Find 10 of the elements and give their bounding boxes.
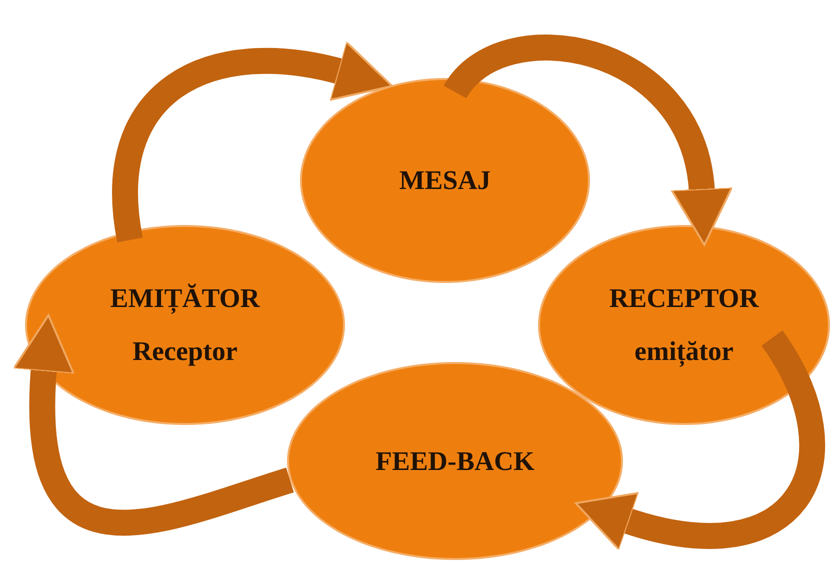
node-label: EMIȚĂTOR <box>110 283 260 314</box>
node-label: emițător <box>634 336 734 367</box>
curved-arrow <box>574 331 825 551</box>
node-label: FEED-BACK <box>375 446 534 476</box>
curved-arrow <box>12 314 294 536</box>
node-label: Receptor <box>132 336 238 367</box>
curved-arrow <box>444 34 732 246</box>
node-label: MESAJ <box>399 165 491 196</box>
curved-arrow <box>112 40 394 242</box>
node-label: RECEPTOR <box>609 283 759 314</box>
